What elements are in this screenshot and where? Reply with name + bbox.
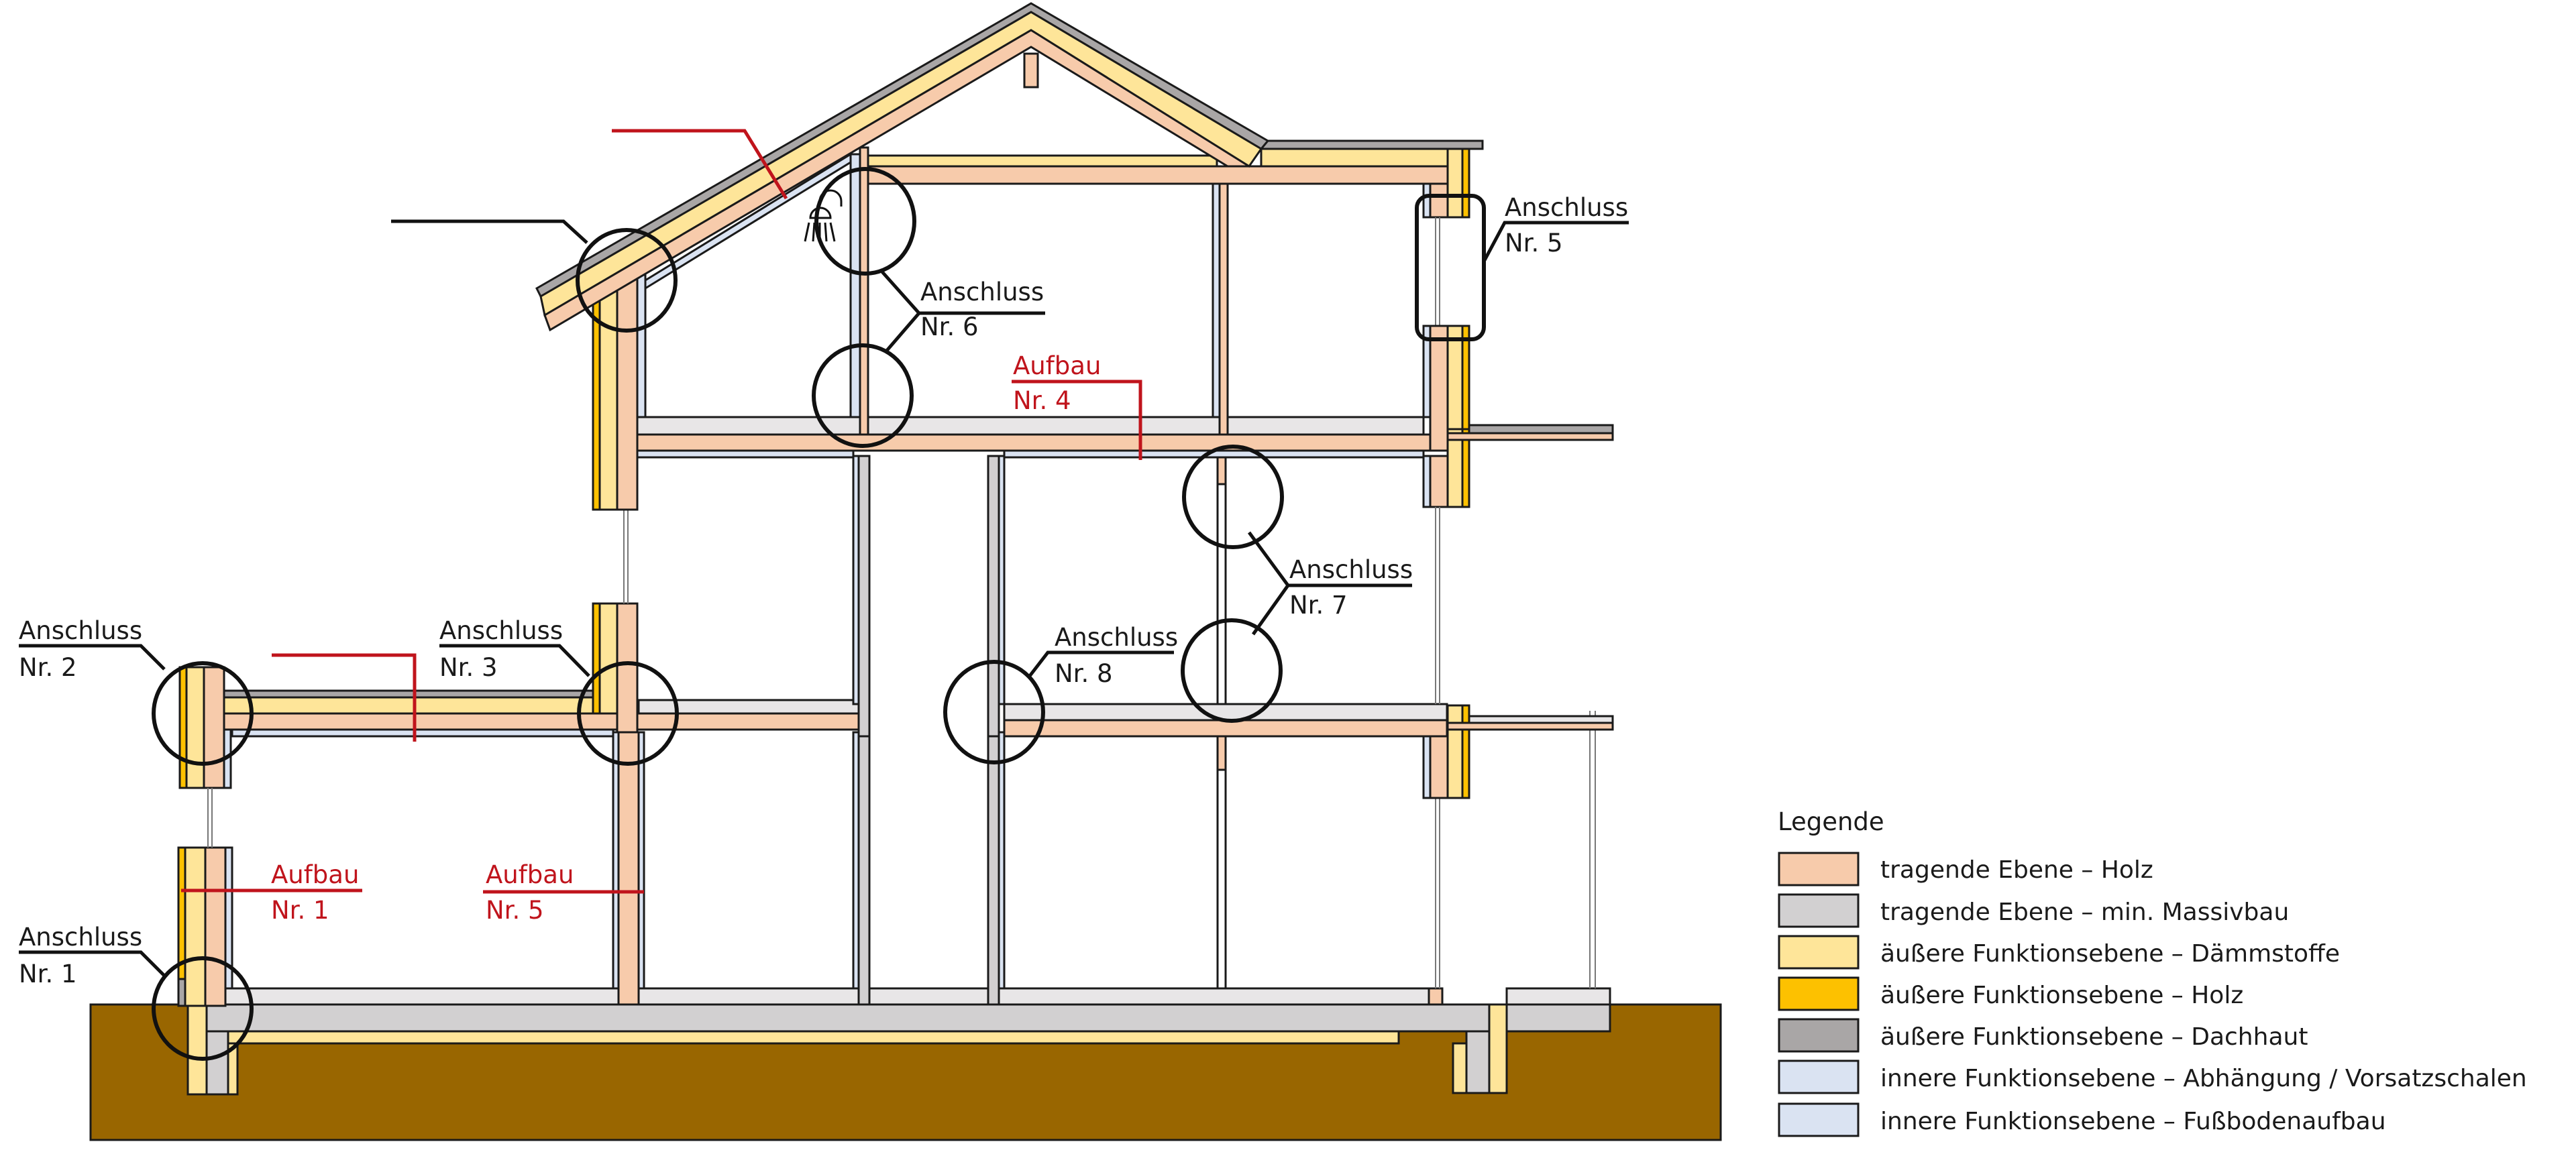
detail-circle-6b: [812, 343, 914, 448]
legend-swatch: [1778, 1102, 1860, 1137]
leader-lines: [19, 219, 1629, 977]
legend-item: tragende Ebene – Holz: [1778, 852, 2153, 886]
aufbau-5-line2: Nr. 5: [486, 896, 544, 925]
anschluss-2-line1: Anschluss: [19, 616, 142, 645]
anschluss-8-line1: Anschluss: [1055, 623, 1178, 652]
anschluss-7-line2: Nr. 7: [1289, 591, 1348, 620]
aufbau-5-line1: Aufbau: [486, 860, 574, 889]
anschluss-labels: Anschluss Nr. 2 Anschluss Nr. 3 Anschlus…: [19, 193, 1628, 988]
roof: [535, 2, 1484, 332]
anschluss-7-line1: Anschluss: [1289, 555, 1413, 584]
legend-swatch: [1778, 1059, 1860, 1094]
aufbau-1-line2: Nr. 1: [271, 896, 329, 925]
detail-circle-7b: [1181, 618, 1283, 723]
legend-swatch: [1778, 935, 1860, 970]
legend-label: innere Funktionsebene – Fußbodenaufbau: [1880, 1108, 2386, 1135]
detail-circle-eave: [576, 228, 678, 333]
first-ceiling: [178, 666, 1614, 848]
legend-label: innere Funktionsebene – Abhängung / Vors…: [1880, 1065, 2527, 1092]
detail-circle-8: [943, 660, 1045, 764]
aufbau-4-line2: Nr. 4: [1013, 386, 1071, 415]
anschluss-1-line2: Nr. 1: [19, 960, 77, 988]
detail-circle-6a: [814, 167, 916, 276]
aufbau-leader-lines: [181, 129, 1142, 894]
anschluss-8-line2: Nr. 8: [1055, 659, 1113, 688]
anschluss-3-line2: Nr. 3: [439, 653, 498, 682]
legend-label: äußere Funktionsebene – Holz: [1880, 982, 2243, 1009]
anschluss-2-line2: Nr. 2: [19, 653, 77, 682]
legend-item: innere Funktionsebene – Fußbodenaufbau: [1778, 1102, 2386, 1137]
legend-swatch: [1778, 1018, 1860, 1053]
legend-swatch: [1778, 976, 1860, 1011]
aufbau-4-line1: Aufbau: [1013, 351, 1101, 380]
anschluss-6-line1: Anschluss: [920, 278, 1044, 306]
legend-item: innere Funktionsebene – Abhängung / Vors…: [1778, 1059, 2527, 1094]
legend-item: tragende Ebene – min. Massivbau: [1778, 893, 2289, 928]
legend-title: Legende: [1778, 807, 1884, 836]
anschluss-1-line1: Anschluss: [19, 923, 142, 952]
detail-box-5: [1415, 194, 1486, 341]
legend-swatch: [1778, 852, 1860, 886]
legend-swatch: [1778, 893, 1860, 928]
detail-circle-2: [152, 661, 254, 766]
legend-item: äußere Funktionsebene – Dachhaut: [1778, 1018, 2308, 1053]
legend-label: tragende Ebene – Holz: [1880, 856, 2153, 884]
ground-floor-walls: [177, 711, 1596, 1007]
aufbau-labels: Aufbau Nr. 4 Aufbau Nr. 1 Aufbau Nr. 5: [271, 351, 1101, 925]
legend-label: äußere Funktionsebene – Dachhaut: [1880, 1023, 2308, 1051]
anschluss-6-line2: Nr. 6: [920, 312, 979, 341]
anschluss-5-line2: Nr. 5: [1505, 229, 1563, 257]
detail-circles: [152, 167, 1486, 1061]
legend: Legende tragende Ebene – Holz tragende E…: [1778, 807, 2527, 1137]
legend-item: äußere Funktionsebene – Dämmstoffe: [1778, 935, 2340, 970]
anschluss-5-line1: Anschluss: [1505, 193, 1628, 222]
detail-circle-1: [152, 956, 254, 1061]
aufbau-1-line1: Aufbau: [271, 860, 359, 889]
shower-icon: [804, 189, 843, 242]
detail-circle-7a: [1182, 445, 1284, 549]
detail-circle-3: [577, 661, 679, 766]
ground-slab: [186, 987, 1611, 1096]
anschluss-3-line1: Anschluss: [439, 616, 563, 645]
first-floor-walls: [592, 428, 1470, 738]
legend-label: tragende Ebene – min. Massivbau: [1880, 899, 2289, 926]
legend-item: äußere Funktionsebene – Holz: [1778, 976, 2243, 1011]
legend-label: äußere Funktionsebene – Dämmstoffe: [1880, 940, 2340, 968]
